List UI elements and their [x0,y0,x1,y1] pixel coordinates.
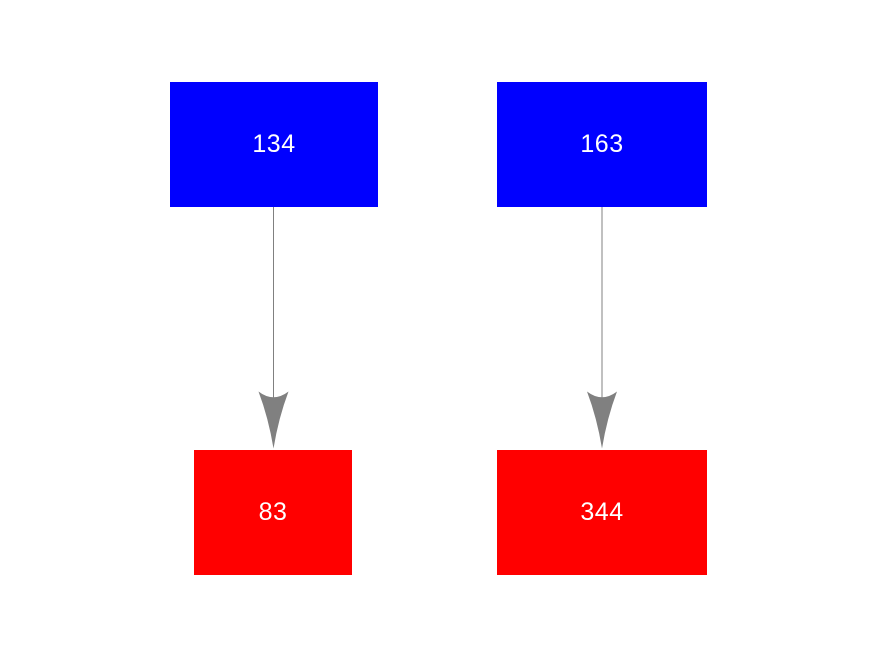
flow-node-target-2: 344 [497,450,707,575]
flow-node-source-2: 163 [497,82,707,207]
flow-node-source-1: 134 [170,82,378,207]
node-label: 163 [580,130,624,158]
flow-arrow-2 [587,207,617,449]
node-label: 344 [580,498,624,526]
node-label: 83 [258,498,288,526]
flow-node-target-1: 83 [194,450,352,575]
node-label: 134 [252,130,296,158]
arrowhead-icon [258,391,289,449]
flow-arrow-1 [258,207,289,449]
arrowhead-icon [587,391,617,449]
